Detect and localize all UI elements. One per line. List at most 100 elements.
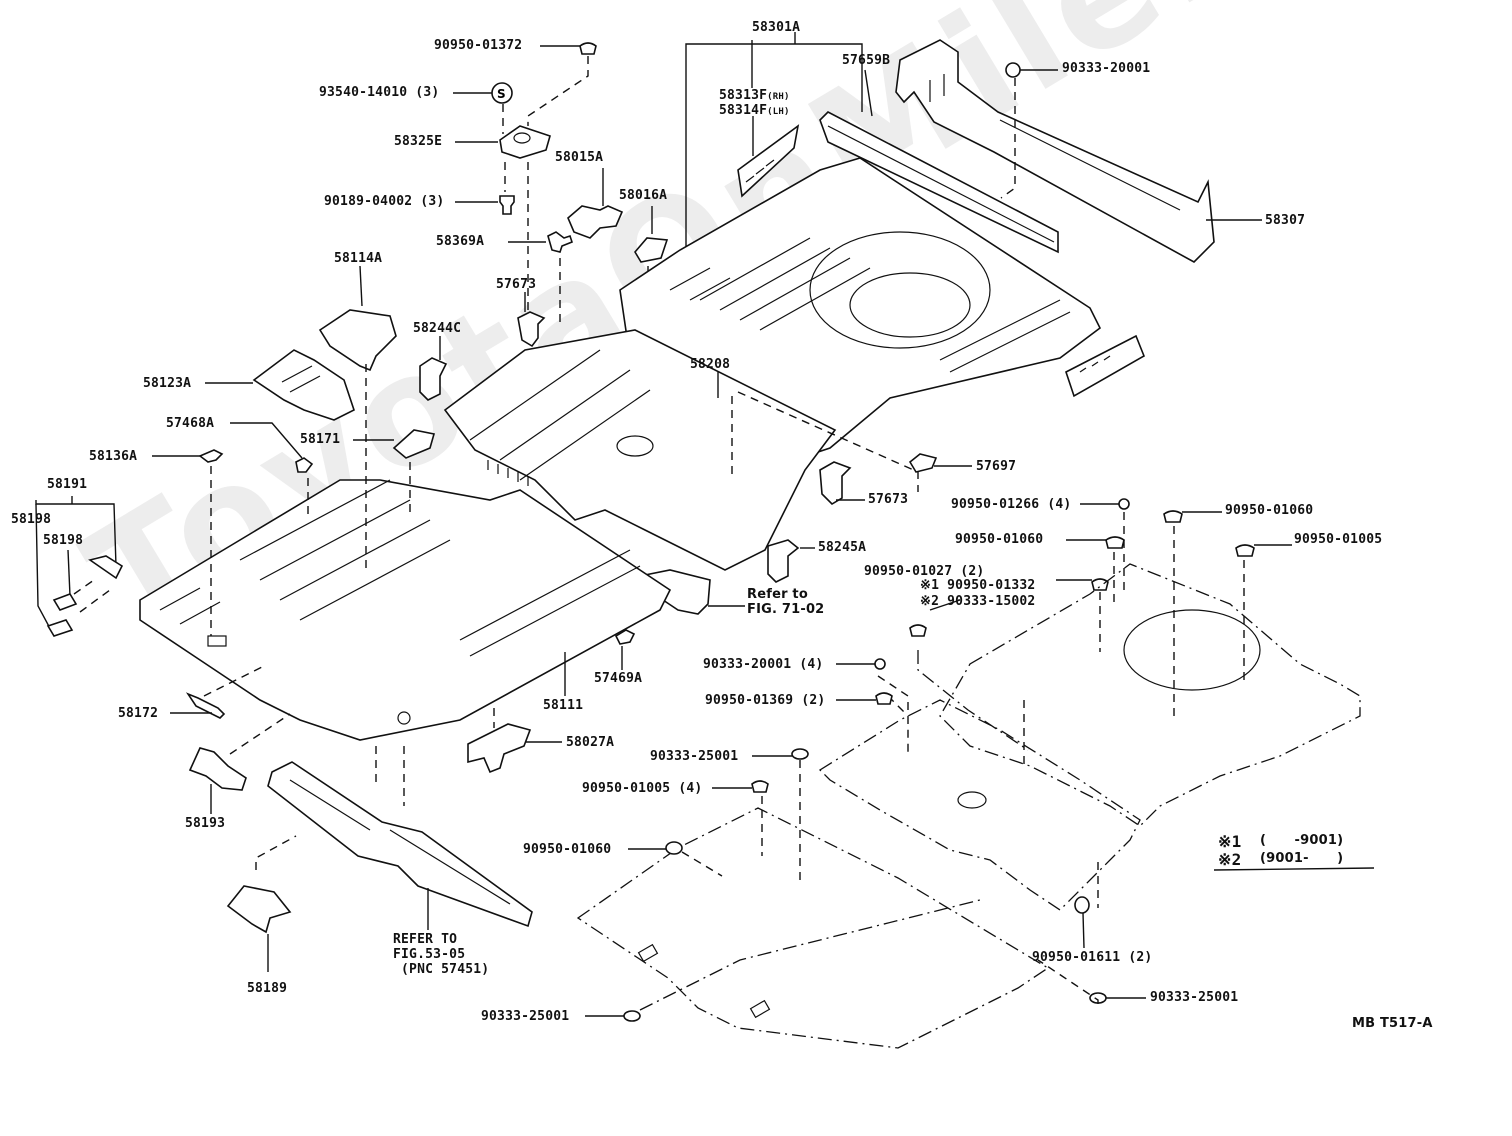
- part-grommet-90950-01005-a[interactable]: [1235, 544, 1292, 686]
- part-bracket-58244C[interactable]: [419, 336, 448, 401]
- part-carpet-rear[interactable]: [917, 563, 1361, 827]
- label-58172[interactable]: 58172: [118, 706, 159, 721]
- part-bracket-58123A[interactable]: [205, 349, 355, 421]
- part-bracket-58015A[interactable]: [567, 168, 624, 239]
- part-grommet-90950-01372[interactable]: [527, 42, 597, 126]
- part-support-58325E[interactable]: [455, 125, 551, 322]
- label-58314F[interactable]: 58314F(LH): [719, 103, 790, 118]
- label-58245A[interactable]: 58245A: [818, 540, 867, 555]
- part-carpet-front[interactable]: [576, 807, 1050, 1049]
- label-58307[interactable]: 58307: [1265, 213, 1306, 228]
- part-hook-58172[interactable]: [170, 665, 265, 719]
- label-58027A[interactable]: 58027A: [566, 735, 615, 750]
- label-58123A[interactable]: 58123A: [143, 376, 192, 391]
- part-cap-90333-25001-b[interactable]: [585, 1010, 641, 1022]
- label-90950-01369[interactable]: 90950-01369 (2): [705, 693, 826, 708]
- label-58198-b[interactable]: 58198: [43, 533, 84, 548]
- part-plug-58191-set[interactable]: [35, 496, 124, 637]
- label-58114A[interactable]: 58114A: [334, 251, 383, 266]
- label-58193[interactable]: 58193: [185, 816, 226, 831]
- label-58111[interactable]: 58111: [543, 698, 584, 713]
- label-90950-01372[interactable]: 90950-01372: [434, 38, 523, 53]
- svg-text:S: S: [497, 87, 506, 101]
- label-90333-25001-c[interactable]: 90333-25001: [1150, 990, 1239, 1005]
- label-58301A[interactable]: 58301A: [752, 20, 801, 35]
- label-57673-a[interactable]: 57673: [496, 277, 537, 292]
- part-cap-90333-20001-4[interactable]: [836, 658, 886, 670]
- label-90950-01060-a[interactable]: 90950-01060: [1225, 503, 1314, 518]
- label-90333-25001-a[interactable]: 90333-25001: [650, 749, 739, 764]
- label-note1-90950-01332[interactable]: ※1 90950-01332: [920, 578, 1036, 593]
- label-57469A[interactable]: 57469A: [594, 671, 643, 686]
- label-58313F[interactable]: 58313F(RH): [719, 88, 790, 103]
- label-58314F-number: 58314F: [719, 103, 768, 118]
- part-bracket-57673-b[interactable]: [819, 461, 865, 506]
- label-90950-01027[interactable]: 90950-01027 (2): [864, 564, 985, 579]
- label-57659B[interactable]: 57659B: [842, 53, 891, 68]
- part-clip-57697[interactable]: [908, 453, 972, 473]
- part-bracket-58114A[interactable]: [318, 265, 397, 574]
- part-clip-58136A[interactable]: [152, 449, 224, 636]
- part-bracket-57673-a[interactable]: [517, 292, 546, 348]
- part-side-member-58313F[interactable]: [737, 116, 800, 198]
- label-90333-25001-b[interactable]: 90333-25001: [481, 1009, 570, 1024]
- label-90950-01060-c[interactable]: 90950-01060: [523, 842, 612, 857]
- part-grommet-90950-01332[interactable]: [1056, 578, 1109, 652]
- label-58189[interactable]: 58189: [247, 981, 288, 996]
- part-clip-57469A[interactable]: [614, 629, 636, 670]
- part-grommet-90950-01060-a[interactable]: [1163, 510, 1222, 722]
- part-cap-90333-20001-top[interactable]: [1000, 62, 1058, 199]
- footnote-underline: [1213, 867, 1375, 871]
- part-front-floor-58111[interactable]: [139, 479, 672, 741]
- part-bracket-58189[interactable]: [226, 885, 292, 972]
- label-57697[interactable]: 57697: [976, 459, 1017, 474]
- label-58015A[interactable]: 58015A: [555, 150, 604, 165]
- label-93540-14010[interactable]: 93540-14010 (3): [319, 85, 440, 100]
- label-refer-fig-53-05[interactable]: REFER TO FIG.53-05 (PNC 57451): [393, 932, 490, 977]
- part-bracket-58027A[interactable]: [467, 708, 562, 774]
- label-90950-01060-b[interactable]: 90950-01060: [955, 532, 1044, 547]
- label-note2-90333-15002[interactable]: ※2 90333-15002: [920, 594, 1036, 609]
- label-90333-20001-4[interactable]: 90333-20001 (4): [703, 657, 824, 672]
- part-reinforcement-rear[interactable]: [1065, 334, 1146, 398]
- part-clip-58369A[interactable]: [508, 231, 573, 328]
- label-58244C[interactable]: 58244C: [413, 321, 462, 336]
- label-57673-b[interactable]: 57673: [868, 492, 909, 507]
- footnote-note2-range: (9001- ): [1260, 851, 1344, 866]
- part-crossmember-58307[interactable]: [895, 39, 1262, 263]
- label-90189-04002[interactable]: 90189-04002 (3): [324, 194, 445, 209]
- label-58369A[interactable]: 58369A: [436, 234, 485, 249]
- part-grommet-90950-01611[interactable]: [1074, 862, 1099, 949]
- part-carpet-middle[interactable]: [818, 675, 1141, 911]
- part-grommet-90950-01060-b[interactable]: [1066, 536, 1125, 602]
- part-cap-90333-25001-a[interactable]: [752, 748, 809, 880]
- part-grommet-90950-01005-4[interactable]: [712, 780, 769, 856]
- part-grommet-90950-01266[interactable]: [1080, 498, 1130, 592]
- label-58198-a[interactable]: 58198: [11, 512, 52, 527]
- part-clip-57468A[interactable]: [230, 422, 314, 518]
- label-58208[interactable]: 58208: [690, 357, 731, 372]
- label-90950-01005-a[interactable]: 90950-01005: [1294, 532, 1383, 547]
- label-90333-20001-top[interactable]: 90333-20001: [1062, 61, 1151, 76]
- part-panel-57659B[interactable]: [819, 69, 1059, 254]
- label-refer-fig-71-02[interactable]: Refer to FIG. 71-02: [747, 587, 825, 617]
- part-plate-58171[interactable]: [353, 429, 436, 512]
- part-crossmember-53-05[interactable]: [255, 746, 533, 930]
- part-cap-90333-25001-c[interactable]: [1037, 959, 1146, 1004]
- part-bracket-58245A[interactable]: [767, 539, 815, 583]
- label-90950-01266[interactable]: 90950-01266 (4): [951, 497, 1072, 512]
- part-bolt-90189[interactable]: [455, 195, 515, 215]
- part-grommet-90950-01369[interactable]: [836, 692, 893, 705]
- part-grommet-90950-01060-c[interactable]: [628, 841, 723, 877]
- label-58191[interactable]: 58191: [47, 477, 88, 492]
- label-58016A[interactable]: 58016A: [619, 188, 668, 203]
- label-90950-01005-4[interactable]: 90950-01005 (4): [582, 781, 703, 796]
- label-58325E[interactable]: 58325E: [394, 134, 443, 149]
- part-nut-s-93540[interactable]: S: [453, 82, 513, 134]
- label-90950-01611[interactable]: 90950-01611 (2): [1032, 950, 1153, 965]
- part-grommet-90333-15002[interactable]: [909, 599, 961, 637]
- label-57468A[interactable]: 57468A: [166, 416, 215, 431]
- label-58136A[interactable]: 58136A: [89, 449, 138, 464]
- label-58171[interactable]: 58171: [300, 432, 341, 447]
- part-bracket-58193[interactable]: [188, 713, 291, 814]
